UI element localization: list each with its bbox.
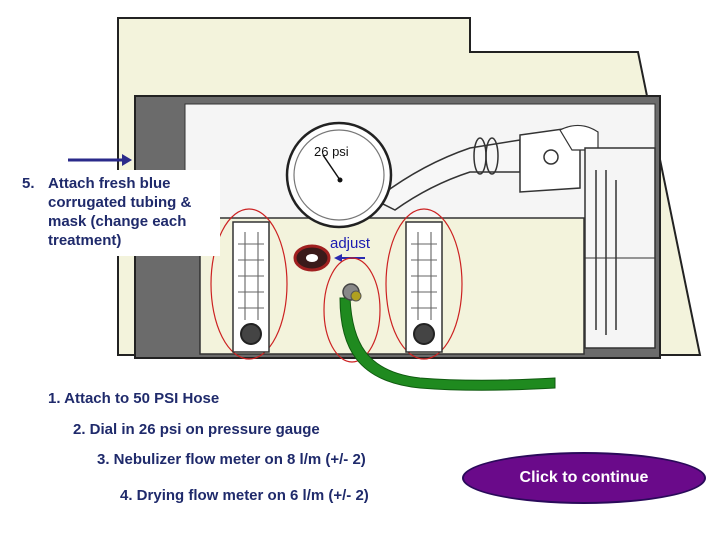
continue-button[interactable]: Click to continue: [462, 452, 706, 504]
continue-button-label: Click to continue: [519, 469, 649, 486]
adjust-label: adjust: [330, 235, 371, 252]
pressure-gauge: [285, 121, 393, 229]
step-5-text: Attach fresh blue corrugated tubing & ma…: [48, 175, 192, 249]
green-hose: [339, 297, 556, 391]
nebulizer-flowmeter-knob: [413, 323, 435, 345]
step-4: 4. Drying flow meter on 6 l/m (+/- 2): [120, 487, 369, 504]
step-3: 3. Nebulizer flow meter on 8 l/m (+/- 2): [97, 451, 366, 468]
step-2: 2. Dial in 26 psi on pressure gauge: [73, 421, 320, 438]
nebulizer-flowmeter-highlight: [385, 208, 463, 360]
gauge-reading-label: 26 psi: [314, 144, 349, 159]
drying-flowmeter-knob: [240, 323, 262, 345]
hose-connection-highlight: [323, 257, 381, 363]
step-1: 1. Attach to 50 PSI Hose: [48, 390, 220, 407]
drying-flowmeter-highlight: [210, 208, 288, 360]
gauge-needle: [322, 154, 341, 181]
step-5-number: 5.: [22, 175, 35, 192]
step-5-callout: 5. Attach fresh blue corrugated tubing &…: [16, 170, 220, 256]
